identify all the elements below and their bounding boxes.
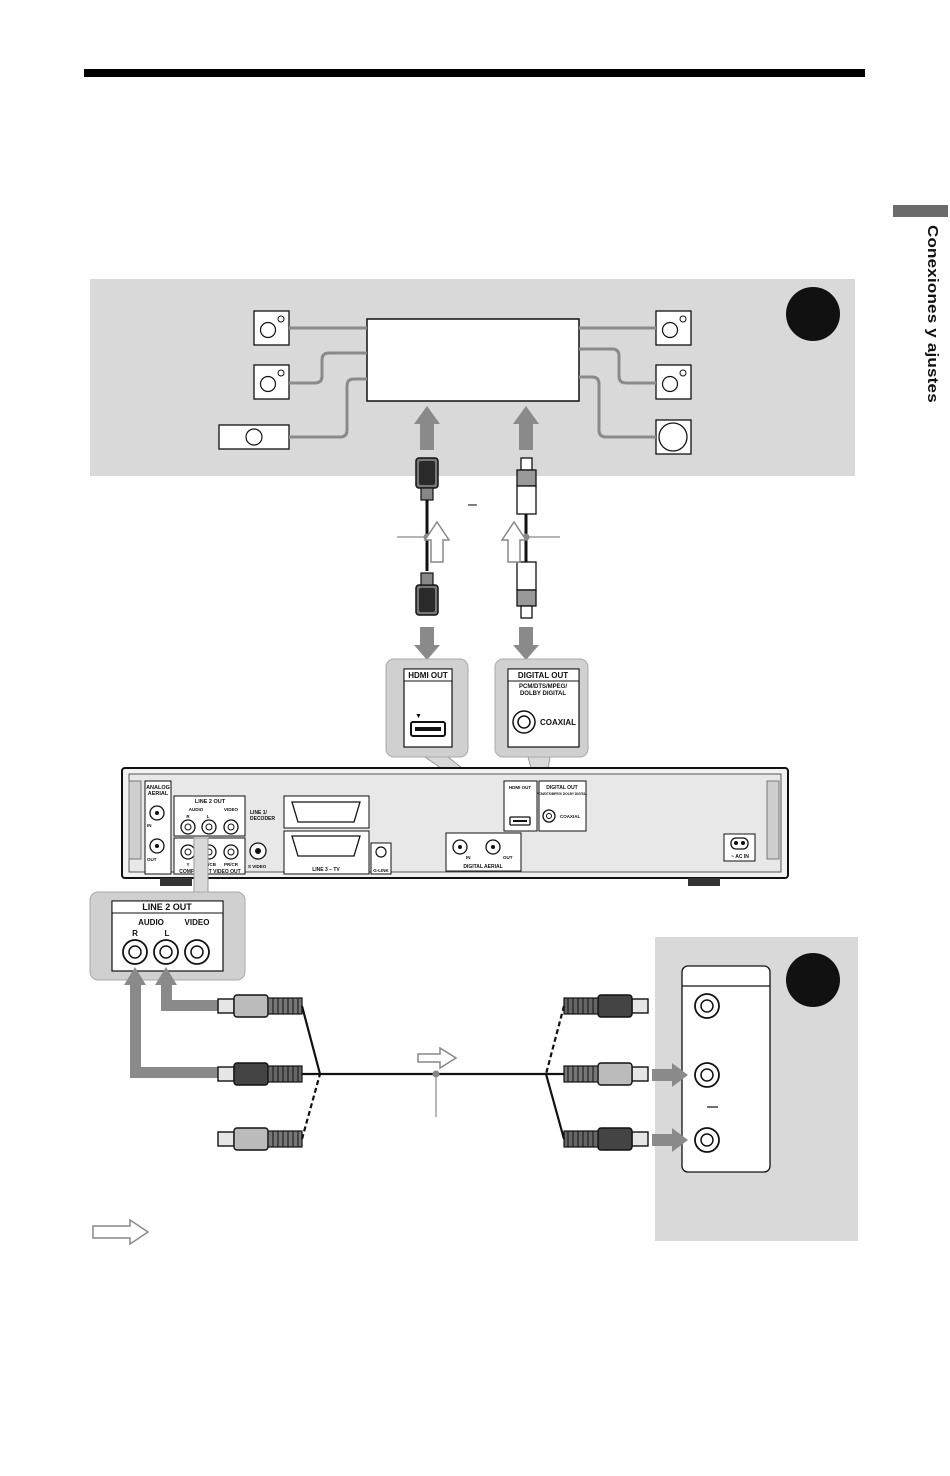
section-tab-label: Conexiones y ajustes [924,225,941,403]
audio-cable [300,1005,566,1140]
rp-digital-aerial: DIGITAL AERIAL [463,864,502,870]
line2-audio-label: AUDIO [138,918,164,927]
arrows-to-receiver [414,406,539,450]
rp-analog-aerial-1: ANALOG [146,785,170,791]
rp-hdmi-out: HDMI OUT [509,785,531,790]
hdmi-cable: – [397,457,477,616]
hdmi-out-label: HDMI OUT [408,671,448,680]
recorder-rear-panel: ANALOG AERIAL IN OUT LINE 2 OUT AUDIO VI… [121,767,789,886]
right-rca-plugs [563,994,649,1151]
left-rca-plugs [217,994,303,1151]
rp-l: L [207,814,210,819]
digital-out-formats-1: PCM/DTS/MPEG/ [519,684,567,690]
header-rule [84,69,865,77]
speaker-wires [289,326,656,439]
section-tab-bar [893,205,948,217]
rp-aerial-in: IN [147,823,152,828]
rp-s-video: S VIDEO [248,864,267,869]
subwoofer [655,419,692,455]
rp-line1-2: DECODER [250,816,275,822]
rp-aerial-out: OUT [147,857,157,862]
rp-pb-cb: PB/CB [202,862,217,867]
speaker-rear-left [253,364,290,400]
rp-y: Y [186,862,189,867]
rp-digital-out-label: DIGITAL OUT [546,785,577,791]
rp-audio: AUDIO [189,807,204,812]
tv-input-jacks [681,965,771,1173]
rp-digital-out-formats: PCM/DTS/MPEG/ DOLBY DIGITAL [537,792,588,796]
rp-coaxial: COAXIAL [560,814,581,819]
audio-signal-arrows [124,967,218,1078]
coaxial-cable [500,457,560,619]
rp-r: R [186,814,190,819]
arrows-to-jacks [414,627,539,660]
hdmi-out-callout: HDMI OUT ▼ [385,658,514,813]
rp-line2-out: LINE 2 OUT [195,799,226,805]
line2-video-label: VIDEO [185,918,210,927]
rp-analog-aerial-2: AERIAL [148,791,169,797]
coaxial-label: COAXIAL [540,718,576,727]
speaker-front-right [655,310,692,346]
digital-out-callout: DIGITAL OUT PCM/DTS/MPEG/ DOLBY DIGITAL … [494,658,589,791]
speaker-center [218,424,290,450]
dash-mark: – [468,496,477,513]
rp-line3-tv: LINE 3 – TV [312,867,340,873]
rp-line1-1: LINE 1/ [250,810,268,816]
digital-out-formats-2: DOLBY DIGITAL [520,691,566,697]
line2-out-callout: LINE 2 OUT AUDIO VIDEO R L [89,837,246,981]
av-receiver [366,318,580,402]
rp-g-link: G-LINK [373,868,389,873]
panel-marker-top [786,287,840,341]
rp-video: VIDEO [224,807,239,812]
rp-ac-in: ~ AC IN [731,854,749,860]
speaker-rear-right [655,364,692,400]
tv-input-arrows [652,1063,688,1152]
panel-marker-bottom [786,953,840,1007]
speaker-front-left [253,310,290,346]
rp-digital-out: OUT [503,855,513,860]
svg-text:▼: ▼ [415,713,422,720]
rp-digital-in: IN [466,855,471,860]
signal-flow-legend-arrow [92,1218,150,1246]
line2-r-label: R [132,929,138,938]
rp-pr-cr: PR/CR [224,862,239,867]
line2-out-label: LINE 2 OUT [142,902,192,912]
line2-l-label: L [165,929,170,938]
digital-out-label: DIGITAL OUT [518,671,568,680]
rp-component-video-out: COMPONENT VIDEO OUT [179,869,240,875]
